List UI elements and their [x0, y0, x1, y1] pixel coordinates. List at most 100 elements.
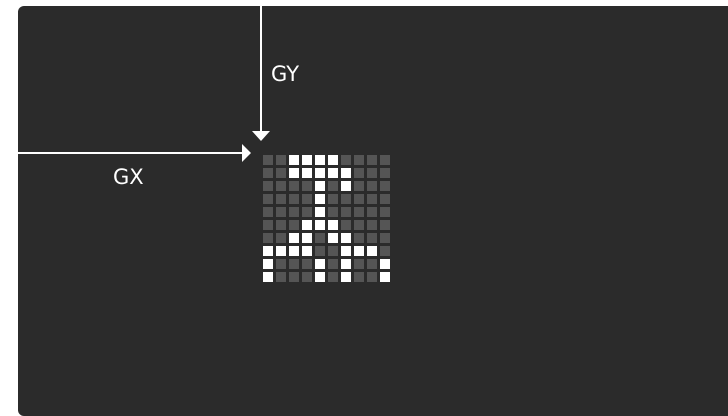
- sprite-pixel-on: [328, 220, 338, 230]
- sprite-pixel-on: [315, 207, 325, 217]
- sprite-pixel-off: [302, 194, 312, 204]
- sprite-pixel-off: [354, 168, 364, 178]
- sprite-pixel-on: [289, 155, 299, 165]
- sprite-pixel-off: [289, 272, 299, 282]
- sprite-pixel-off: [302, 181, 312, 191]
- sprite-pixel-on: [341, 233, 351, 243]
- sprite-pixel-off: [328, 207, 338, 217]
- sprite-pixel-off: [276, 233, 286, 243]
- sprite-pixel-on: [315, 259, 325, 269]
- sprite-pixel-on: [315, 155, 325, 165]
- gy-arrow-head: [252, 131, 270, 141]
- sprite-pixel-off: [302, 272, 312, 282]
- sprite-pixel-on: [263, 272, 273, 282]
- sprite-pixel-off: [354, 259, 364, 269]
- sprite-pixel-off: [341, 207, 351, 217]
- sprite-pixel-off: [367, 259, 377, 269]
- gx-label: GX: [113, 165, 144, 189]
- sprite-pixel-on: [289, 233, 299, 243]
- sprite-pixel-on: [302, 155, 312, 165]
- sprite-pixel-off: [302, 207, 312, 217]
- sprite-pixel-on: [315, 194, 325, 204]
- sprite-pixel-off: [328, 272, 338, 282]
- sprite-pixel-on: [354, 246, 364, 256]
- sprite-pixel-on: [328, 155, 338, 165]
- sprite-pixel-on: [302, 233, 312, 243]
- sprite-pixel-on: [341, 259, 351, 269]
- sprite-pixel-off: [367, 272, 377, 282]
- sprite-pixel-off: [315, 246, 325, 256]
- gx-arrow-head: [242, 144, 251, 162]
- sprite-pixel-off: [367, 181, 377, 191]
- sprite-pixel-off: [276, 181, 286, 191]
- sprite-pixel-on: [302, 246, 312, 256]
- sprite-pixel-off: [380, 181, 390, 191]
- sprite-pixel-on: [315, 168, 325, 178]
- sprite-pixel-on: [289, 246, 299, 256]
- sprite-pixel-on: [315, 181, 325, 191]
- sprite-pixel-off: [328, 259, 338, 269]
- sprite-pixel-on: [263, 246, 273, 256]
- sprite-pixel-off: [263, 233, 273, 243]
- diagram-canvas: [18, 131, 390, 282]
- sprite-pixel-on: [328, 168, 338, 178]
- sprite-pixel-off: [276, 207, 286, 217]
- sprite-pixel-on: [328, 233, 338, 243]
- sprite-pixel-off: [354, 194, 364, 204]
- sprite-pixel-off: [276, 194, 286, 204]
- sprite-pixel-off: [354, 207, 364, 217]
- sprite-pixel-off: [289, 207, 299, 217]
- sprite-pixel-off: [289, 181, 299, 191]
- sprite-pixel-on: [302, 168, 312, 178]
- sprite-pixel-on: [341, 272, 351, 282]
- sprite-pixel-off: [354, 272, 364, 282]
- sprite-pixel-off: [380, 207, 390, 217]
- sprite-pixel-off: [367, 207, 377, 217]
- sprite-pixel-off: [354, 220, 364, 230]
- sprite-pixel-on: [341, 168, 351, 178]
- sprite-pixel-off: [341, 155, 351, 165]
- sprite-pixel-off: [354, 233, 364, 243]
- sprite-pixel-off: [380, 246, 390, 256]
- sprite-pixel-off: [380, 168, 390, 178]
- sprite-pixel-off: [276, 155, 286, 165]
- sprite-pixel-off: [328, 246, 338, 256]
- sprite-pixel-off: [367, 155, 377, 165]
- sprite-pixel-off: [276, 220, 286, 230]
- sprite-pixel-off: [263, 194, 273, 204]
- sprite-pixel-off: [328, 194, 338, 204]
- sprite-pixel-off: [302, 259, 312, 269]
- sprite-pixel-on: [315, 220, 325, 230]
- sprite-pixel-off: [263, 220, 273, 230]
- sprite-pixel-off: [276, 259, 286, 269]
- sprite-pixel-off: [380, 220, 390, 230]
- sprite-pixel-off: [380, 233, 390, 243]
- sprite-pixel-off: [289, 220, 299, 230]
- sprite-pixel-off: [289, 259, 299, 269]
- sprite-pixel-off: [263, 181, 273, 191]
- sprite-pixel-on: [341, 246, 351, 256]
- sprite-pixel-off: [328, 181, 338, 191]
- sprite-pixel-on: [315, 272, 325, 282]
- sprite-pixel-on: [367, 246, 377, 256]
- sprite-pixel-off: [367, 168, 377, 178]
- sprite-pixel-off: [276, 272, 286, 282]
- sprite-pixel-off: [380, 194, 390, 204]
- sprite-pixel-off: [263, 155, 273, 165]
- sprite-pixel-off: [315, 233, 325, 243]
- sprite-pixel-off: [341, 194, 351, 204]
- sprite-pixel-off: [354, 181, 364, 191]
- sprite-pixel-on: [380, 259, 390, 269]
- sprite-pixel-off: [367, 220, 377, 230]
- sprite-pixel-off: [341, 220, 351, 230]
- sprite-pixel-off: [263, 168, 273, 178]
- sprite-pixel-on: [341, 181, 351, 191]
- sprite-pixel-on: [302, 220, 312, 230]
- sprite-pixel-on: [380, 272, 390, 282]
- sprite-pixel-off: [276, 168, 286, 178]
- sprite-pixel-off: [367, 233, 377, 243]
- sprite-pixel-on: [263, 259, 273, 269]
- sprite-pixel-off: [289, 194, 299, 204]
- sprite-pixel-off: [354, 155, 364, 165]
- sprite-pixel-off: [380, 155, 390, 165]
